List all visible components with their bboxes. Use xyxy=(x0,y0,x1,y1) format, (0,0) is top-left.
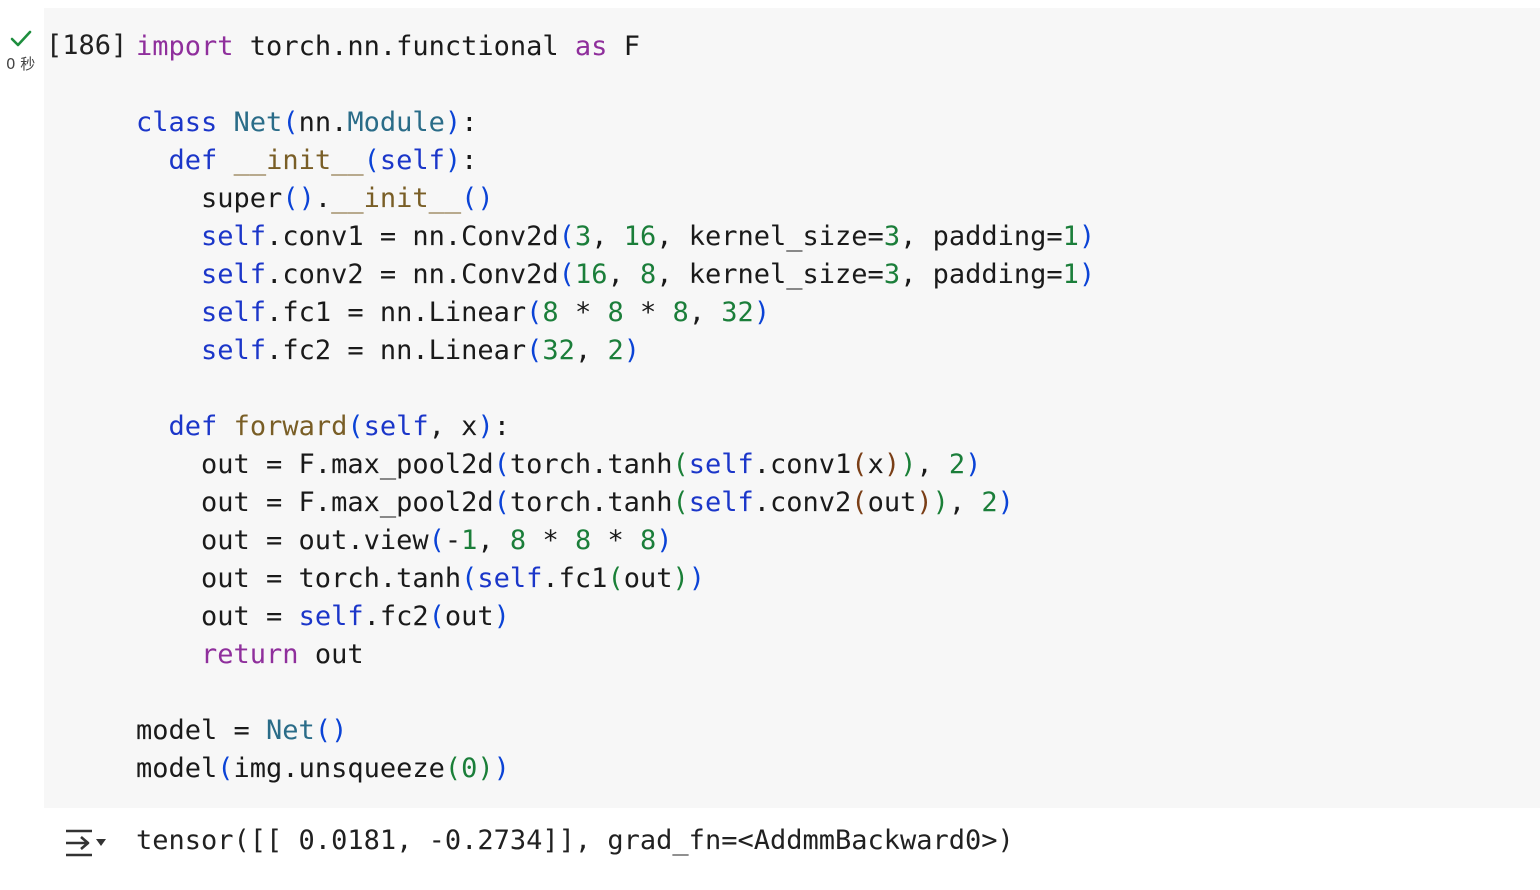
cell-output: tensor([[ 0.0181, -0.2734]], grad_fn=<Ad… xyxy=(136,825,1014,856)
code-line: out = F.max_pool2d(torch.tanh(self.conv2… xyxy=(136,487,1014,518)
output-toggle-icon[interactable] xyxy=(64,826,108,860)
code-line: def __init__(self): xyxy=(168,145,478,176)
code-line: ​ xyxy=(136,674,1095,712)
code-line: self.fc1 = nn.Linear(8 * 8 * 8, 32) xyxy=(201,297,771,328)
code-line: model(img.unsqueeze(0)) xyxy=(136,753,510,784)
code-cell[interactable] xyxy=(44,8,1540,808)
execution-count: [186] xyxy=(46,30,128,61)
code-line: class Net(nn.Module): xyxy=(136,107,478,138)
code-line: ​ xyxy=(136,66,1095,104)
code-editor[interactable]: import torch.nn.functional as F​class Ne… xyxy=(136,28,1095,788)
code-line: return out xyxy=(201,639,364,670)
code-line: self.fc2 = nn.Linear(32, 2) xyxy=(201,335,640,366)
code-line: out = self.fc2(out) xyxy=(136,601,510,632)
code-line: model = Net() xyxy=(136,715,348,746)
check-icon xyxy=(10,30,32,47)
execution-time: 0 秒 xyxy=(6,55,36,73)
code-line: def forward(self, x): xyxy=(168,411,510,442)
code-line: out = F.max_pool2d(torch.tanh(self.conv1… xyxy=(136,449,982,480)
code-line: ​ xyxy=(136,370,1095,408)
code-line: self.conv1 = nn.Conv2d(3, 16, kernel_siz… xyxy=(201,221,1096,252)
code-line: out = out.view(-1, 8 * 8 * 8) xyxy=(136,525,673,556)
code-line: super().__init__() xyxy=(136,183,494,214)
code-line: self.conv2 = nn.Conv2d(16, 8, kernel_siz… xyxy=(201,259,1096,290)
code-line: import torch.nn.functional as F xyxy=(136,31,640,62)
code-line: out = torch.tanh(self.fc1(out)) xyxy=(136,563,706,594)
